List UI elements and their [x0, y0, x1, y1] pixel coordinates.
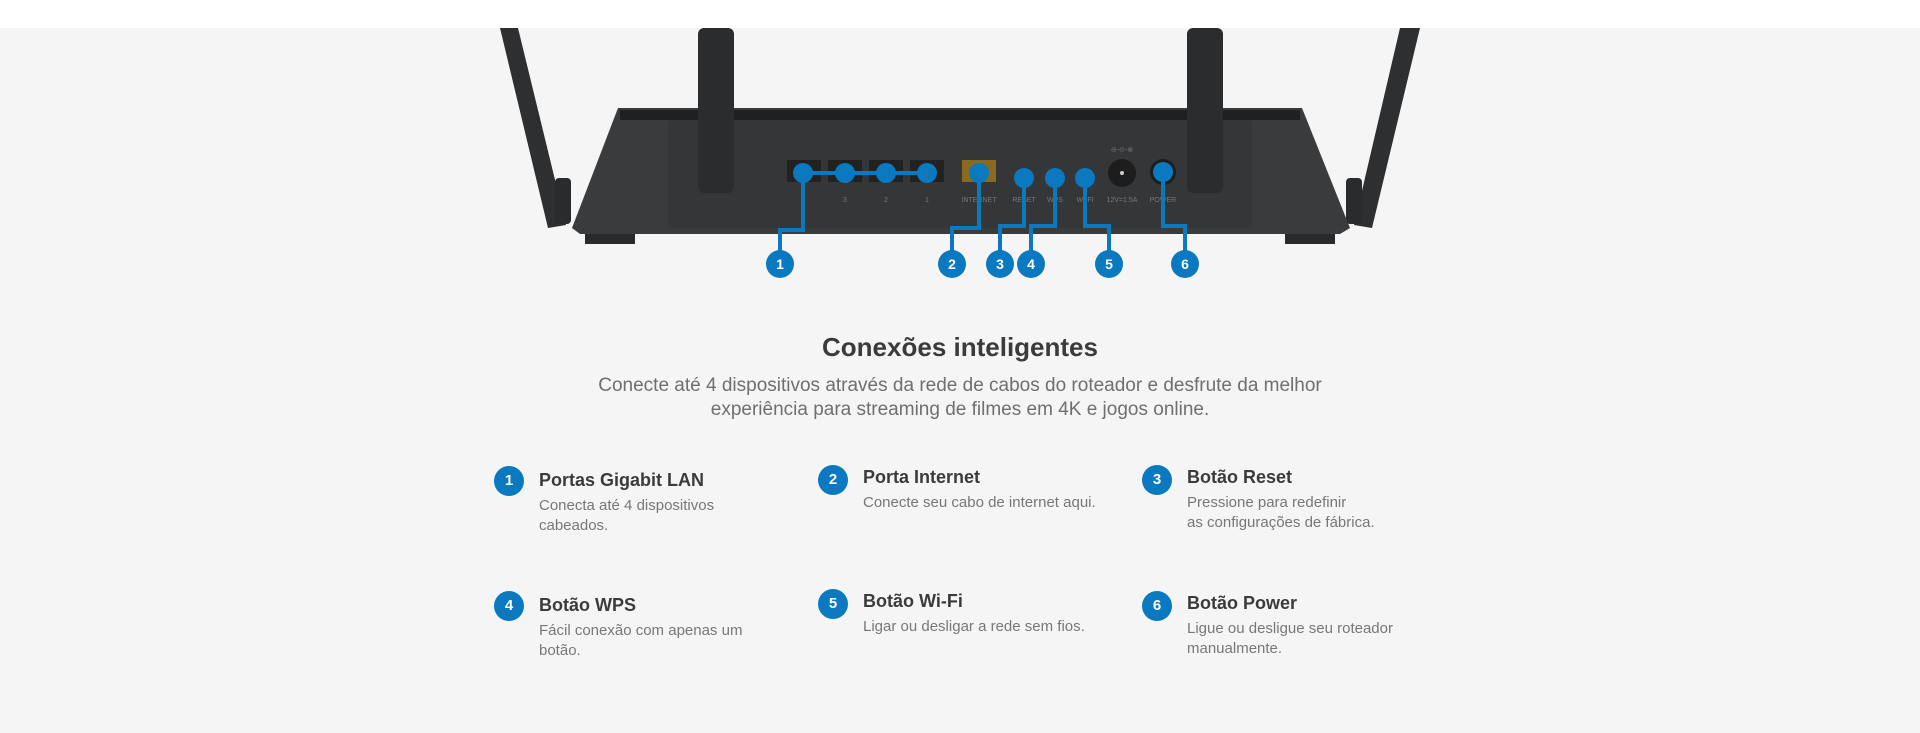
- callout-badge-6: 6: [1171, 250, 1199, 278]
- feature-title: Portas Gigabit LAN: [539, 470, 705, 490]
- callout-badge-4: 4: [1017, 250, 1045, 278]
- antenna-left-outer: [500, 28, 566, 228]
- callout-badge-3: 3: [986, 250, 1014, 278]
- subtitle-line: experiência para streaming de filmes em …: [710, 399, 1210, 420]
- callout-badge-5: 5: [1095, 250, 1123, 278]
- svg-text:4: 4: [1027, 256, 1035, 272]
- feature-title: Botão Wi-Fi: [863, 591, 963, 611]
- feature-desc: Pressione para redefinir: [1187, 494, 1347, 511]
- number-badge: 2: [818, 465, 848, 495]
- svg-text:5: 5: [1105, 256, 1113, 272]
- feature-desc: Conecte seu cabo de internet aqui.: [863, 494, 1096, 511]
- feature-title: Botão Reset: [1187, 467, 1293, 487]
- number-badge: 1: [494, 466, 524, 496]
- feature-desc: Ligar ou desligar a rede sem fios.: [863, 618, 1085, 635]
- callout-line-6: [1161, 173, 1187, 264]
- feature-desc: Fácil conexão com apenas um: [539, 622, 743, 639]
- port-label: 12V=1.5A: [1107, 197, 1138, 204]
- callout-badge-1: 1: [766, 250, 794, 278]
- port-label: 2: [884, 197, 888, 204]
- number-badge: 3: [1142, 465, 1172, 495]
- callout-line-2: [950, 173, 981, 264]
- feature-desc: manualmente.: [1187, 640, 1283, 657]
- section-title: Conexões inteligentes: [822, 332, 1098, 362]
- callout-line-3: [998, 178, 1026, 264]
- number-badge: 4: [494, 591, 524, 621]
- number-badge: 5: [818, 589, 848, 619]
- section-subtitle: Conecte até 4 dispositivos através da re…: [560, 374, 1360, 422]
- callout-badge-2: 2: [938, 250, 966, 278]
- feature-desc: Ligue ou desligue seu roteador: [1187, 620, 1393, 637]
- number-badge: 6: [1142, 591, 1172, 621]
- feature-desc: as configurações de fábrica.: [1187, 514, 1375, 531]
- feature-title: Botão Power: [1187, 593, 1298, 613]
- subtitle-line: Conecte até 4 dispositivos através da re…: [598, 375, 1322, 396]
- feature-desc: cabeados.: [539, 517, 609, 534]
- feature-title: Botão WPS: [539, 595, 636, 615]
- svg-text:3: 3: [996, 256, 1004, 272]
- port-label: 1: [925, 197, 929, 204]
- svg-text:⊖-⊙-⊕: ⊖-⊙-⊕: [1111, 147, 1133, 154]
- feature-desc: Conecta até 4 dispositivos: [539, 497, 715, 514]
- callout-line-4: [1029, 178, 1057, 264]
- svg-text:1: 1: [776, 256, 784, 272]
- feature-title: Porta Internet: [863, 467, 981, 487]
- svg-text:2: 2: [948, 256, 956, 272]
- port-label: 3: [843, 197, 847, 204]
- feature-desc: botão.: [539, 642, 581, 659]
- antenna-right-inner: [1187, 28, 1223, 193]
- antenna-right-outer: [1354, 28, 1420, 228]
- antenna-left-inner: [698, 28, 734, 193]
- router-rear-image: ⊖-⊙-⊕ 3 2 1 INTERNET RESET WPS WI-FI 12V…: [500, 28, 1420, 278]
- svg-text:6: 6: [1181, 256, 1189, 272]
- callout-line-5: [1083, 178, 1111, 264]
- top-bar: [0, 0, 1920, 28]
